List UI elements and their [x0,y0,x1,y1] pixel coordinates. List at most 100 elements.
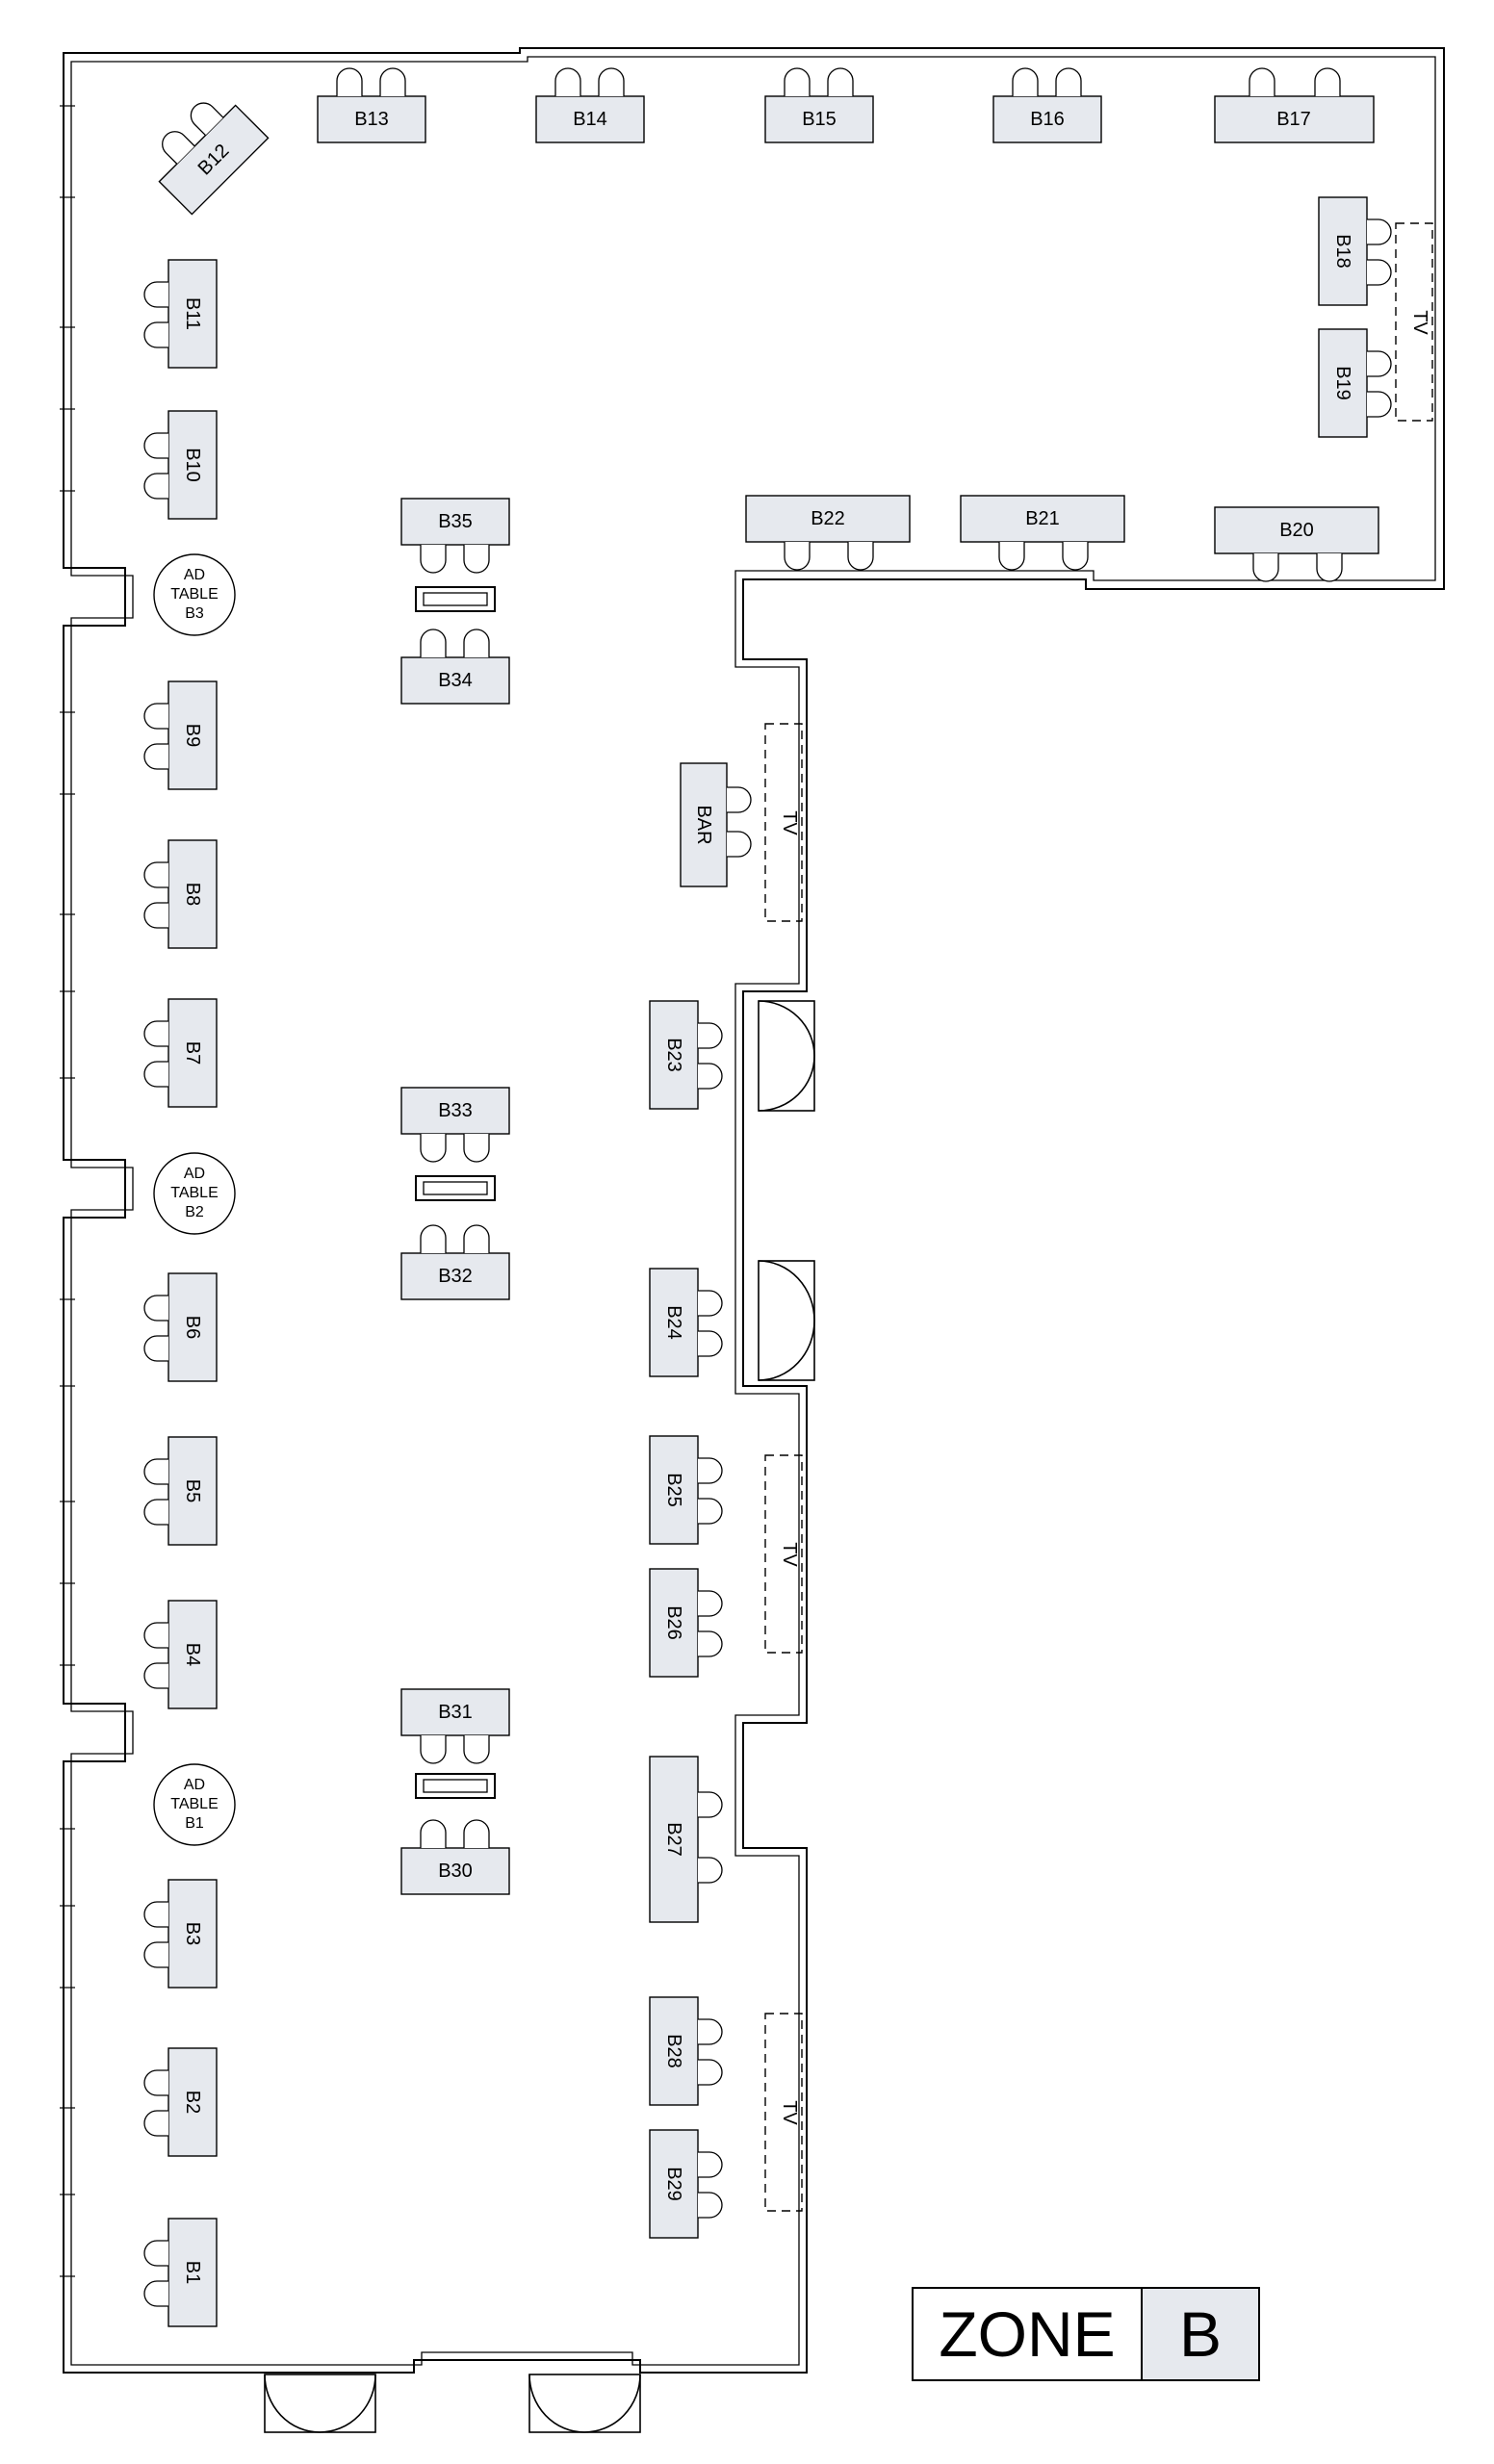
booth-b19[interactable]: B19 [1318,328,1392,438]
booth-label: B7 [182,1041,203,1065]
ad-table-label: TABLE [170,586,219,603]
ad-table-label: AD [184,567,205,583]
booth-label: B34 [438,670,473,691]
entry-door-left [264,2374,376,2433]
booth-label: B11 [182,297,203,330]
side-door-lower [758,1260,815,1381]
booth-b20[interactable]: B20 [1214,506,1379,582]
booth-label: B5 [182,1479,203,1502]
booth-b9[interactable]: B9 [143,680,218,790]
booth-label: B4 [182,1643,203,1666]
booth-b18[interactable]: B18 [1318,196,1392,306]
side-door-upper [758,1000,815,1112]
tv-label: TV [779,1542,800,1567]
booth-b25[interactable]: B25 [649,1435,723,1545]
booth-b8[interactable]: B8 [143,839,218,949]
booth-label: B19 [1332,366,1353,400]
tv-screens: TV TV TV TV [764,222,1433,2212]
walls [60,47,1445,2374]
booth-label: B17 [1276,109,1311,130]
tv-screen [764,2013,803,2212]
booth-b13[interactable]: B13 [317,67,426,143]
booth-label: B10 [182,448,203,482]
booth-b21[interactable]: B21 [960,495,1125,571]
ad-table-label: TABLE [170,1796,219,1812]
booth-b29[interactable]: B29 [649,2129,723,2239]
booth-b34[interactable]: B34 [400,629,510,705]
ad-table-label: AD [184,1777,205,1793]
booth-b26[interactable]: B26 [649,1568,723,1678]
ad-table-b3[interactable]: AD TABLE B3 [153,553,236,636]
booth-b17[interactable]: B17 [1214,67,1375,143]
ad-table-label: TABLE [170,1185,219,1201]
tv-label: TV [1409,310,1430,335]
booth-b1[interactable]: B1 [143,2218,218,2327]
booth-label: B9 [182,724,203,747]
tv-screen [764,723,803,922]
booth-label: B33 [438,1100,473,1121]
booth-label: B2 [182,2091,203,2114]
ad-table-label: B2 [185,1204,204,1220]
booth-label: B30 [438,1861,473,1882]
booth-b31[interactable]: B31 [400,1688,510,1764]
pillars [415,586,496,1799]
pillar [415,1773,496,1799]
tv-screen [1395,222,1433,422]
booth-b6[interactable]: B6 [143,1272,218,1382]
ad-table-label: B3 [185,605,204,622]
booth-b28[interactable]: B28 [649,1996,723,2106]
booth-label: B24 [663,1305,684,1340]
booth-b2[interactable]: B2 [143,2047,218,2157]
booth-b12[interactable]: B12 [140,86,270,216]
booth-label: B28 [663,2034,684,2068]
booth-label: B6 [182,1316,203,1339]
booth-label: BAR [693,805,714,844]
zone-legend: ZONE B [912,2287,1260,2381]
booth-b32[interactable]: B32 [400,1224,510,1300]
booth-b23[interactable]: B23 [649,1000,723,1110]
booth-label: B3 [182,1922,203,1945]
entry-door-right [528,2374,641,2433]
booth-label: B15 [802,109,837,130]
booth-b11[interactable]: B11 [143,259,218,369]
booth-label: B8 [182,883,203,906]
booth-label: B25 [663,1473,684,1507]
booth-label: B22 [811,508,845,529]
booth-label: B26 [663,1605,684,1640]
booth-label: B23 [663,1038,684,1072]
booth-b10[interactable]: B10 [143,410,218,520]
booth-bar[interactable]: BAR [680,762,752,887]
booth-b14[interactable]: B14 [535,67,645,143]
booth-b22[interactable]: B22 [745,495,911,571]
booth-b35[interactable]: B35 [400,498,510,574]
booth-b3[interactable]: B3 [143,1879,218,1989]
booth-label: B27 [663,1822,684,1857]
tv-screen [764,1454,803,1654]
booth-label: B14 [573,109,607,130]
pillar [415,586,496,612]
booth-label: B29 [663,2167,684,2201]
booth-b30[interactable]: B30 [400,1819,510,1895]
booth-b24[interactable]: B24 [649,1268,723,1377]
ad-table-b1[interactable]: AD TABLE B1 [153,1763,236,1846]
ad-table-b2[interactable]: AD TABLE B2 [153,1152,236,1235]
booth-label: B31 [438,1702,473,1723]
booth-b16[interactable]: B16 [992,67,1102,143]
booth-b27[interactable]: B27 [649,1756,723,1923]
tv-label: TV [779,810,800,835]
booth-b5[interactable]: B5 [143,1436,218,1546]
booth-label: B13 [354,109,389,130]
booth-label: B35 [438,511,473,532]
tv-label: TV [779,2100,800,2125]
booth-label: B21 [1025,508,1060,529]
booth-b7[interactable]: B7 [143,998,218,1108]
booth-label: B16 [1030,109,1065,130]
pillar [415,1175,496,1201]
zone-word: ZONE [914,2289,1143,2379]
booth-b4[interactable]: B4 [143,1600,218,1709]
zone-letter: B [1143,2289,1258,2379]
booth-label: B20 [1279,520,1314,541]
booth-b33[interactable]: B33 [400,1087,510,1163]
booth-b15[interactable]: B15 [764,67,874,143]
